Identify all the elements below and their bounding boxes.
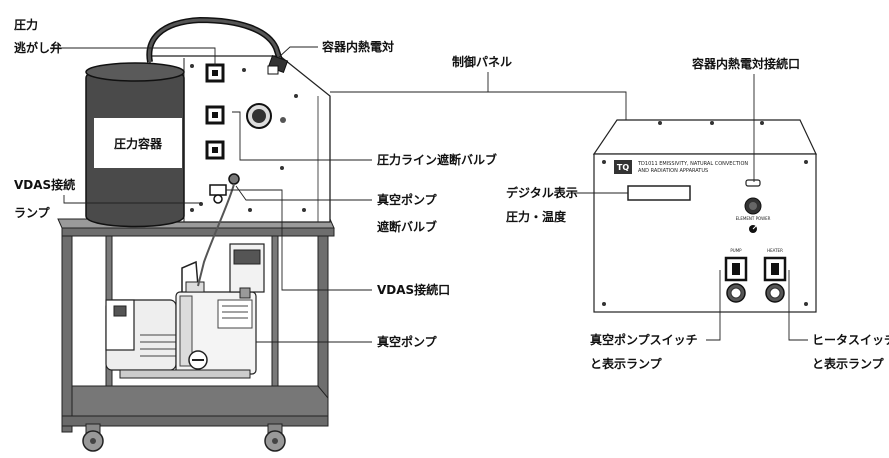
heater-switch-label-line2: と表示ランプ (812, 357, 884, 371)
vdas-connector-label: VDAS接続口 (377, 283, 451, 297)
thermocouple-connector-label: 容器内熱電対接続口 (692, 57, 801, 71)
pressure-line-shutoff-valve (205, 105, 225, 160)
pressure-vessel-label: 圧力容器 (114, 136, 163, 151)
vacuum-pump-valve-label-line1: 真空ポンプ (377, 193, 437, 207)
heater-switch: HEATER (763, 248, 787, 303)
element-power-knob: ELEMENT POWER (736, 197, 771, 233)
pump-switch: PUMP (724, 248, 748, 303)
vdas-lamp-label-line2: ランプ (14, 206, 50, 220)
panel-model-line2: AND RADIATION APPARATUS (638, 168, 708, 174)
pump-switch-label: PUMP (730, 248, 742, 253)
vacuum-pump (105, 243, 265, 379)
pressure-relief-valve (205, 63, 225, 83)
digital-display-label-line2: 圧力・温度 (506, 210, 567, 224)
trolley-frame (57, 218, 335, 433)
vessel-thermocouple-label: 容器内熱電対 (322, 40, 395, 54)
digital-display (627, 185, 691, 201)
pressure-line-shutoff-valve-label: 圧力ライン遮断バルブ (377, 153, 498, 167)
pressure-relief-valve-label-line2: 逃がし弁 (14, 41, 63, 55)
thermocouple-connector (745, 179, 761, 187)
control-panel (592, 119, 817, 313)
thermocouple-cable (146, 16, 289, 75)
digital-display-label-line1: デジタル表示 (506, 186, 578, 200)
vacuum-pump-switch-label-line1: 真空ポンプスイッチ (590, 333, 698, 347)
vacuum-pump-switch-label-line2: と表示ランプ (590, 357, 662, 371)
panel-logo: TQ (614, 160, 632, 174)
panel-logo-text: TQ (617, 163, 629, 172)
vacuum-pump-valve-label-line2: 遮断バルブ (377, 220, 438, 234)
panel-model-line1: TD1011 EMISSIVITY, NATURAL CONVECTION (637, 161, 748, 167)
pressure-vessel: 圧力容器 (85, 62, 185, 228)
pressure-relief-valve-label-line1: 圧力 (14, 18, 39, 32)
caster-wheels (82, 423, 286, 452)
gauge-knob (246, 103, 286, 129)
leader-lines (50, 46, 808, 343)
heater-switch-label-line1: ヒータスイッチ (812, 333, 889, 347)
vacuum-pump-label: 真空ポンプ (377, 335, 437, 349)
control-panel-label: 制御パネル (452, 55, 513, 69)
heater-switch-label: HEATER (767, 248, 783, 253)
vdas-lamp-label-line1: VDAS接続 (14, 178, 76, 192)
element-power-label: ELEMENT POWER (736, 216, 771, 221)
